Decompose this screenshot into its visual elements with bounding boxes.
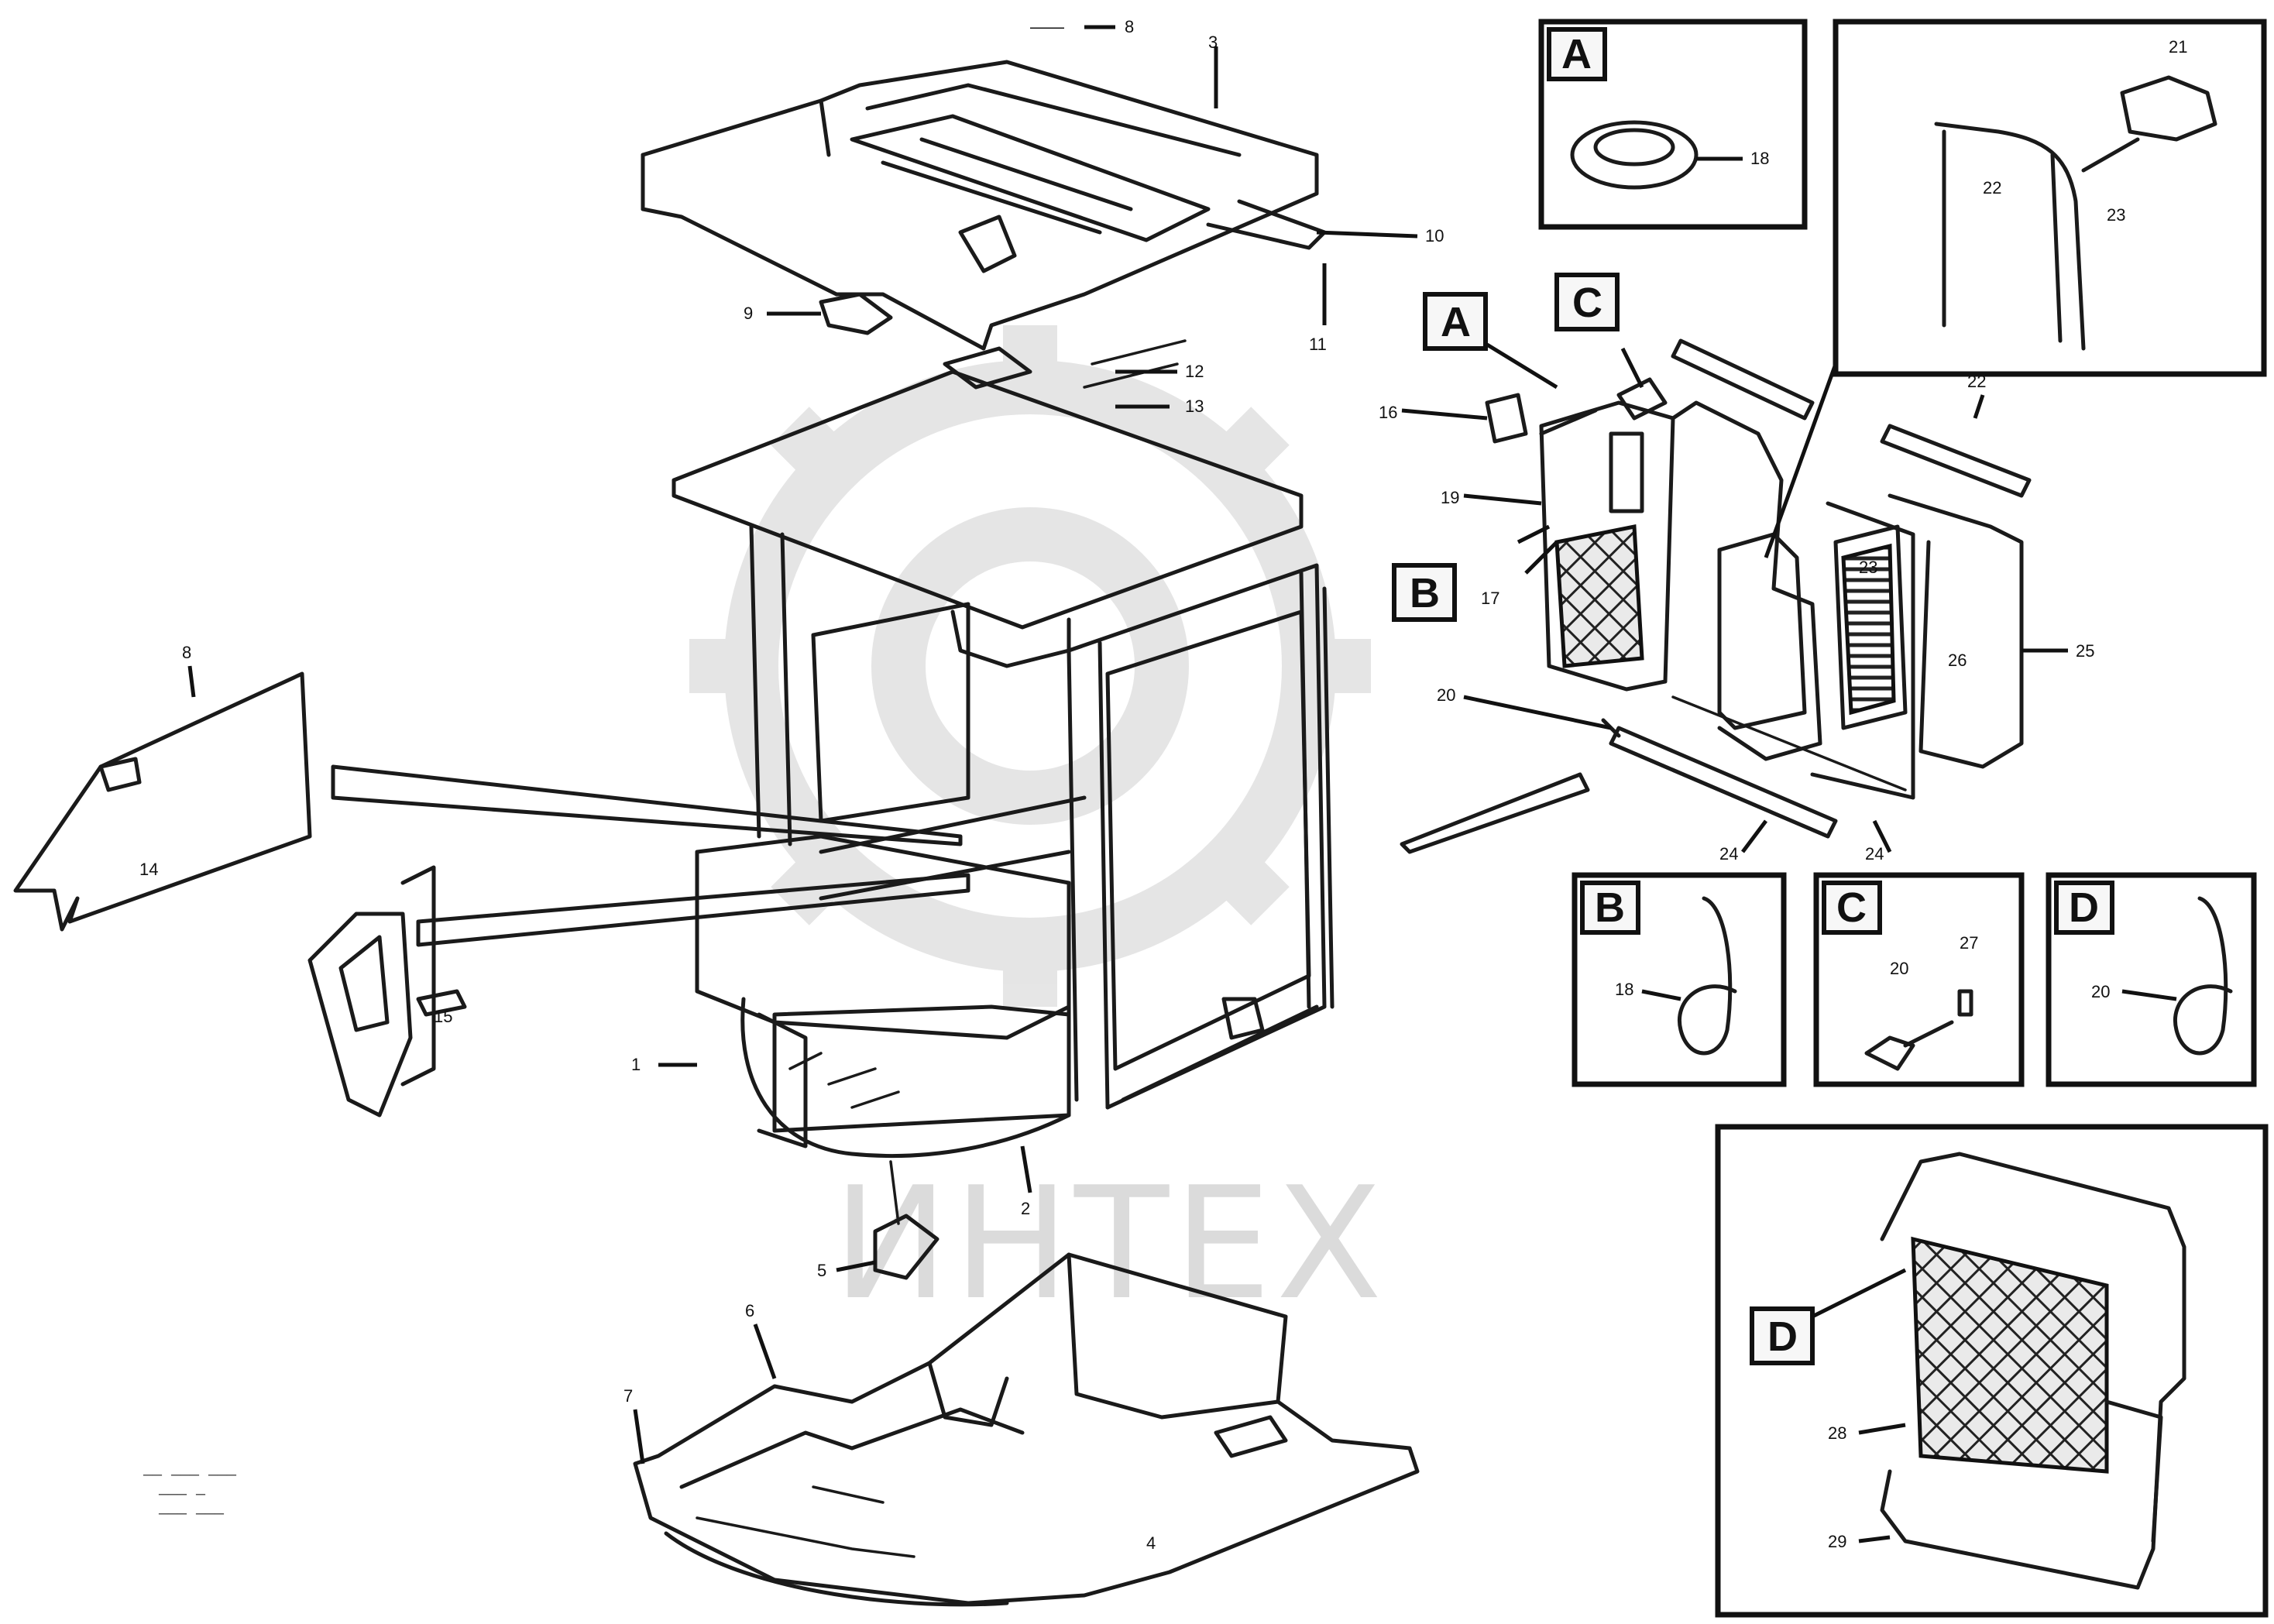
callout-number: 11 <box>1309 335 1327 354</box>
callout-number: 26 <box>1948 651 1967 670</box>
callout-number: 19 <box>1441 488 1459 507</box>
callout-number: 17 <box>1481 589 1499 608</box>
filter-assembly <box>1485 338 2032 839</box>
callout-number: 27 <box>1960 933 1978 953</box>
detail-box-letter: A <box>1561 31 1592 77</box>
callout-number: 7 <box>623 1386 633 1406</box>
callout-number: 18 <box>1615 980 1633 999</box>
cab-frame <box>672 369 1335 1159</box>
detail-box-c: C 20 27 <box>1813 872 2025 1087</box>
callout-number: 20 <box>1437 685 1455 705</box>
callout-leaders <box>187 25 2068 1464</box>
detail-letter-tag: B <box>1410 570 1440 616</box>
floor-assembly <box>633 1160 1420 1607</box>
detail-letter-tag: C <box>1572 280 1602 326</box>
callout-number: 2 <box>1021 1199 1030 1218</box>
callout-number: 3 <box>1208 33 1218 52</box>
callout-number: 18 <box>1750 149 1769 168</box>
callout-number: 14 <box>139 860 158 879</box>
callout-number: 9 <box>744 304 753 323</box>
callout-number: 1 <box>631 1055 641 1074</box>
callout-number: 29 <box>1828 1532 1846 1551</box>
callout-number: 15 <box>434 1007 452 1026</box>
gear-watermark-icon <box>689 325 1371 1007</box>
drawing-reference-line: ——— ——— <box>158 1506 225 1523</box>
drawing-reference: —— ——— ——— ——— — ——— ——— <box>143 1467 237 1523</box>
callout-number: 25 <box>2076 641 2094 661</box>
side-latch <box>307 865 467 1118</box>
detail-box-bracket: 21 22 23 <box>1833 19 2267 377</box>
callout-number: 24 <box>1719 844 1738 864</box>
detail-box-a: A 18 <box>1538 19 1808 230</box>
callout-number: 13 <box>1185 397 1204 416</box>
callout-number: 20 <box>1890 959 1908 978</box>
watermark: ИНТЕХ <box>689 325 1387 1334</box>
inline-letter-tags: A C B <box>1392 273 1620 622</box>
callout-number: 8 <box>182 643 191 662</box>
drawing-reference-line: —— ——— ——— <box>143 1467 237 1485</box>
callout-number: 22 <box>1983 178 2001 197</box>
callout-number: 28 <box>1828 1423 1846 1443</box>
roof-assembly <box>641 60 1327 390</box>
callout-number: 16 <box>1379 403 1397 422</box>
callout-numbers: —— 8 3 10 11 9 12 13 8 14 15 1 2 5 6 7 4… <box>139 17 2094 1553</box>
callout-number: 12 <box>1185 362 1204 381</box>
detail-box-letter: B <box>1595 884 1625 931</box>
detail-letter-tag: A <box>1441 299 1471 345</box>
drawing-reference-line: ——— — <box>158 1486 206 1504</box>
callout-number: 8 <box>1125 17 1134 36</box>
callout-number: 20 <box>2091 982 2110 1001</box>
callout-number: 24 <box>1865 844 1884 864</box>
detail-box-d-small: D 20 <box>2046 872 2257 1087</box>
callout-number: 6 <box>745 1301 754 1320</box>
callout-number: 10 <box>1425 226 1444 245</box>
callout-number: 23 <box>2107 205 2125 225</box>
callout-number: —— <box>1030 17 1064 36</box>
side-struts <box>331 764 1590 947</box>
callout-number: 5 <box>817 1261 826 1280</box>
callout-number: 23 <box>1859 558 1877 577</box>
detail-box-d-large: D 28 29 <box>1715 1124 2269 1618</box>
detail-box-letter: D <box>2069 884 2099 931</box>
detail-box-letter: D <box>1767 1313 1798 1360</box>
side-window-panel <box>13 671 312 932</box>
detail-box-letter: C <box>1836 884 1867 931</box>
callout-number: 21 <box>2169 37 2187 57</box>
detail-box-b: B 18 <box>1572 872 1787 1087</box>
callout-number: 4 <box>1146 1533 1156 1553</box>
watermark-text: ИНТЕХ <box>833 1154 1387 1334</box>
